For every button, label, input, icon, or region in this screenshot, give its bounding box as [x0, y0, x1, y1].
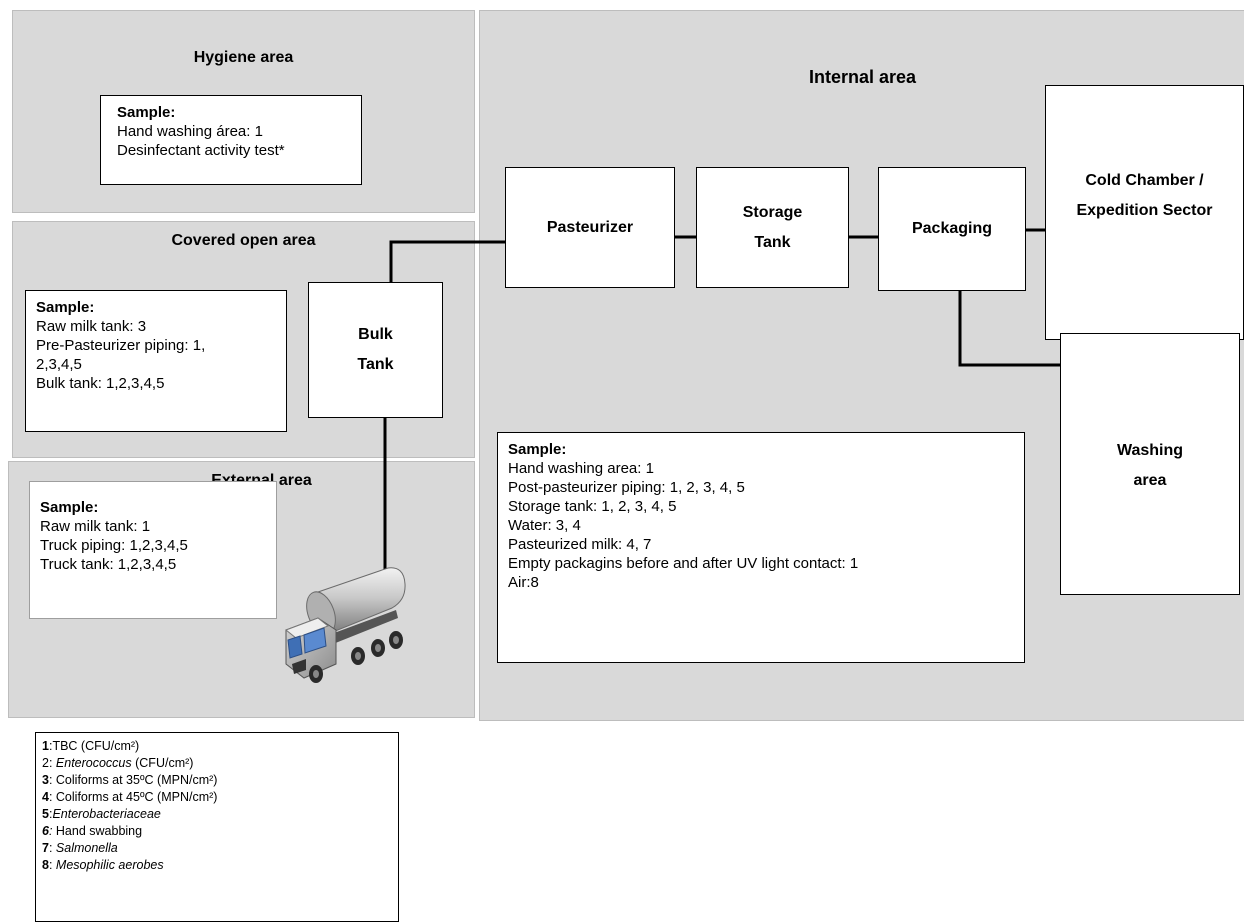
sample-line: Truck tank: 1,2,3,4,5	[40, 556, 177, 573]
legend-text: (CFU/cm²)	[131, 756, 194, 770]
legend-item: 1:TBC (CFU/cm²)	[42, 738, 392, 755]
legend-key: 3	[42, 773, 49, 787]
legend-text: Coliforms at 45ºC (MPN/cm²)	[55, 790, 218, 804]
sample-line: Empty packagins before and after UV ligh…	[508, 555, 859, 572]
sample-line: Truck piping: 1,2,3,4,5	[40, 537, 188, 554]
legend-key: 5	[42, 807, 49, 821]
sample-heading: Sample:	[40, 499, 99, 516]
node-label: Bulk	[358, 326, 393, 343]
legend-item: 3: Coliforms at 35ºC (MPN/cm²)	[42, 772, 392, 789]
sample-line: Hand washing area: 1	[508, 460, 654, 477]
legend-text: Hand swabbing	[55, 824, 143, 838]
sample-line: Post-pasteurizer piping: 1, 2, 3, 4, 5	[508, 479, 745, 496]
covered-sample-box: Sample: Raw milk tank: 3 Pre-Pasteurizer…	[25, 290, 287, 432]
legend-text: Mesophilic aerobes	[55, 858, 164, 872]
covered-open-area-title: Covered open area	[171, 232, 316, 249]
hygiene-sample-box: Sample: Hand washing área: 1 Desinfectan…	[100, 95, 362, 185]
legend-sep: :	[48, 824, 56, 838]
sample-line: Bulk tank: 1,2,3,4,5	[36, 375, 165, 392]
external-sample-box: Sample: Raw milk tank: 1 Truck piping: 1…	[29, 481, 277, 619]
legend-sep: :	[48, 739, 53, 753]
legend-item: 2: Enterococcus (CFU/cm²)	[42, 755, 392, 772]
sample-heading: Sample:	[508, 441, 567, 458]
pasteurizer-node: Pasteurizer	[505, 167, 675, 288]
sample-line: Pasteurized milk: 4, 7	[508, 536, 652, 553]
sample-line: Pre-Pasteurizer piping: 1,	[36, 337, 206, 354]
internal-sample-box: Sample: Hand washing area: 1 Post-pasteu…	[497, 432, 1025, 663]
node-label: Tank	[357, 356, 394, 373]
legend-key: 6	[42, 824, 49, 838]
legend-text: Salmonella	[55, 841, 118, 855]
legend-key: 1	[42, 739, 49, 753]
sample-line: Storage tank: 1, 2, 3, 4, 5	[508, 498, 677, 515]
node-label: area	[1133, 472, 1167, 489]
node-label: Tank	[754, 233, 791, 251]
milk-tanker-truck-icon	[285, 567, 406, 683]
node-label: Storage	[742, 203, 803, 221]
legend-key: 4	[42, 790, 49, 804]
internal-area-title: Internal area	[808, 67, 917, 87]
legend-sep: :	[48, 841, 56, 855]
sample-line: Hand washing área: 1	[117, 123, 263, 140]
sample-line: Water: 3, 4	[508, 517, 581, 534]
legend-item: 5:Enterobacteriaceae	[42, 806, 392, 823]
packaging-node: Packaging	[878, 167, 1026, 291]
legend-sep: :	[48, 807, 53, 821]
node-label: Washing	[1116, 442, 1184, 459]
legend-item: 4: Coliforms at 45ºC (MPN/cm²)	[42, 789, 392, 806]
legend-item: 7: Salmonella	[42, 840, 392, 857]
sample-heading: Sample:	[117, 104, 176, 121]
legend-item: 6: Hand swabbing	[42, 823, 392, 840]
node-label: Packaging	[911, 220, 993, 237]
sample-line: Air:8	[508, 574, 539, 591]
node-label: Cold Chamber /	[1085, 172, 1204, 189]
sample-line: 2,3,4,5	[36, 356, 82, 373]
legend-item: 8: Mesophilic aerobes	[42, 857, 392, 874]
legend-sep: :	[48, 790, 56, 804]
legend-key: 8	[42, 858, 49, 872]
node-label: Expedition Sector	[1076, 202, 1213, 219]
hygiene-area-title: Hygiene area	[193, 49, 294, 66]
legend-text: TBC (CFU/cm²)	[52, 739, 140, 753]
legend-key: 2	[42, 756, 49, 770]
sample-line: Desinfectant activity test*	[117, 142, 285, 159]
legend-box: 1:TBC (CFU/cm²) 2: Enterococcus (CFU/cm²…	[35, 732, 399, 922]
washing-area-node: Washing area	[1060, 333, 1240, 595]
legend-sep: :	[48, 858, 56, 872]
sample-heading: Sample:	[36, 299, 95, 316]
cold-chamber-node: Cold Chamber / Expedition Sector	[1045, 85, 1244, 340]
legend-sep: :	[48, 756, 56, 770]
bulk-to-pasteurizer-line	[389, 240, 505, 282]
node-label: Pasteurizer	[546, 218, 634, 236]
sample-line: Raw milk tank: 1	[40, 518, 151, 535]
sample-line: Raw milk tank: 3	[36, 318, 147, 335]
legend-text: Enterobacteriaceae	[52, 807, 161, 821]
legend-text: Enterococcus	[55, 756, 132, 770]
legend-text: Coliforms at 35ºC (MPN/cm²)	[55, 773, 218, 787]
packaging-to-washing-line	[958, 290, 1060, 367]
legend-sep: :	[48, 773, 56, 787]
legend-key: 7	[42, 841, 49, 855]
